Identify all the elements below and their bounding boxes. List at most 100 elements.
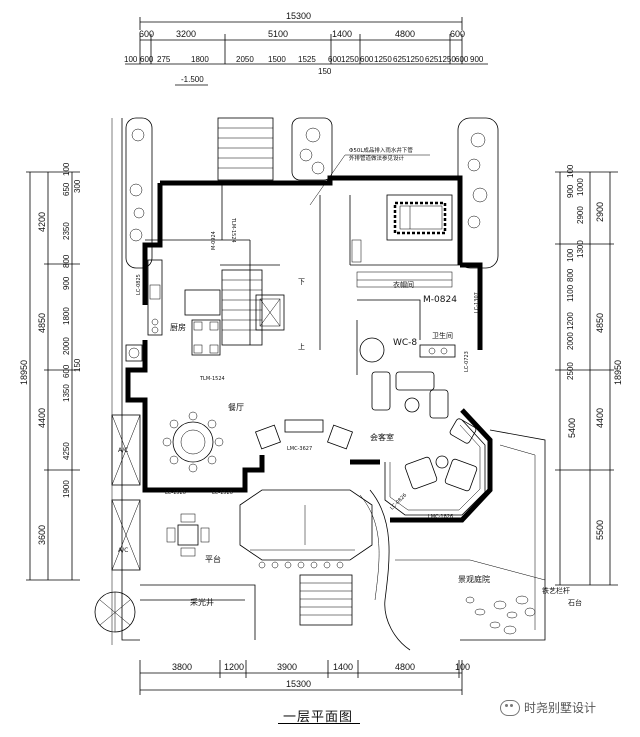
right-inner-4: 1300 (576, 240, 585, 258)
right-inner-7: 1100 (566, 284, 575, 302)
title-underline (278, 723, 360, 724)
left-inner-2: 300 (73, 179, 82, 193)
level-mark: -1.500 (181, 75, 204, 84)
top-total-dim: 15300 (286, 11, 311, 21)
room-living: 会客室 (370, 432, 394, 442)
right-inner-0: 100 (566, 164, 575, 178)
bay-window (384, 419, 486, 516)
top-dim2-12: 1250 (406, 55, 424, 64)
room-cloakroom: 衣帽间 (393, 280, 414, 289)
tag-lmc3627: LMC-3627 (287, 446, 312, 452)
tag-fence: 铁艺栏杆 (542, 586, 570, 595)
top-dim2-15: 600 (455, 55, 469, 64)
terrace-table (166, 513, 210, 557)
washroom-fixtures (359, 337, 456, 363)
bottom-dim-2: 3900 (277, 662, 297, 672)
right-dim-0: 2900 (595, 202, 605, 222)
left-inner-5: 900 (62, 276, 71, 290)
kitchen-fixtures (125, 259, 221, 362)
right-inner-11: 5400 (567, 418, 577, 438)
planter-top-right (457, 117, 499, 269)
tag-ac-2: A/C (118, 547, 128, 554)
right-inner-6: 800 (566, 268, 575, 282)
tag-lc1307: LC-1307 (474, 292, 480, 313)
right-inner-8: 1200 (566, 312, 575, 330)
planter-top-left (125, 117, 153, 269)
right-inner-3: 2900 (576, 206, 585, 224)
bottom-dimensions: 3800 1200 3900 1400 4800 100 15300 (139, 660, 470, 695)
top-dim2-7: 600 (328, 55, 342, 64)
left-inner-6: 1800 (62, 307, 71, 325)
top-dim2-9: 600 (360, 55, 374, 64)
top-dim2-2: 275 (157, 55, 171, 64)
left-inner-9: 1350 (62, 384, 71, 402)
tag-lc1526-a: LC-1526 (165, 490, 186, 496)
right-inner-5: 100 (566, 248, 575, 262)
watermark-text: 时尧别墅设计 (524, 701, 597, 715)
exterior-walls (125, 175, 493, 523)
room-garden: 景观庭院 (458, 574, 490, 584)
tag-lc0826: LC-0826 (389, 492, 408, 511)
garden-elements (94, 591, 536, 635)
top-dim2-5: 1500 (268, 55, 286, 64)
top-dim2-4: 2050 (236, 55, 254, 64)
room-kitchen: 厨房 (170, 322, 186, 332)
left-inner-10: 4250 (62, 442, 71, 460)
right-total-dim: 18950 (613, 360, 623, 385)
bottom-dim-3: 1400 (333, 662, 353, 672)
left-inner-7: 2000 (62, 337, 71, 355)
top-dim-0: 600 (139, 29, 154, 39)
top-dim-1: 3200 (176, 29, 196, 39)
left-inner-4: 800 (62, 254, 71, 268)
right-dim-1: 4850 (595, 313, 605, 333)
tag-tlm1524-a: TLM-1524 (199, 376, 225, 382)
top-dim-2: 5100 (268, 29, 288, 39)
tag-lc0723: LC-0723 (464, 351, 470, 372)
room-washroom: 卫生间 (432, 331, 453, 340)
left-total-dim: 18950 (19, 360, 29, 385)
bottom-dim-5: 100 (455, 662, 470, 672)
wechat-icon (500, 699, 520, 716)
left-dim-0: 4200 (37, 212, 47, 232)
tag-wc: WC-8 (393, 338, 417, 348)
top-dim-3: 1400 (332, 29, 352, 39)
interior-walls (145, 183, 460, 375)
top-dim2-13: 625 (425, 55, 439, 64)
right-dim-3: 5500 (595, 520, 605, 540)
bottom-total-dim: 15300 (286, 679, 311, 689)
left-inner-1: 650 (62, 182, 71, 196)
top-dim-4: 4800 (395, 29, 415, 39)
tag-m0824: M-0824 (423, 295, 457, 305)
bottom-dim-0: 3800 (172, 662, 192, 672)
right-dim-2: 4400 (595, 408, 605, 428)
left-inner-3: 2350 (62, 222, 71, 240)
note-line-2: 外排管道做法参见设计 (349, 154, 405, 162)
top-dim2-16: 900 (470, 55, 484, 64)
right-inner-9: 2000 (566, 332, 575, 350)
top-dim2-10: 1250 (374, 55, 392, 64)
top-dim2-8: 1250 (341, 55, 359, 64)
room-terrace: 平台 (205, 554, 221, 564)
left-inner-0: 100 (62, 162, 71, 176)
stair-up-label: 上 (298, 342, 305, 351)
top-dim-5: 600 (450, 29, 465, 39)
bottom-dim-4: 4800 (395, 662, 415, 672)
right-inner-10: 2500 (566, 362, 575, 380)
top-dim2-1: 600 (140, 55, 154, 64)
left-dim-1: 4850 (37, 313, 47, 333)
bedroom-block (351, 194, 453, 288)
site-boundary (111, 118, 546, 645)
staircase (217, 117, 285, 346)
left-inner-11: 1900 (62, 480, 71, 498)
top-dim2-14: 1250 (438, 55, 456, 64)
room-sunroom: 采光井 (190, 597, 214, 607)
top-dim2-11: 625 (393, 55, 407, 64)
right-inner-1: 900 (566, 184, 575, 198)
living-furniture (255, 371, 478, 492)
ac-units (111, 414, 141, 571)
drawing-title: 一层平面图 (283, 710, 354, 725)
left-dimensions: 18950 4200 4850 4400 3600 100 650 300 23… (19, 162, 82, 581)
top-dimensions: 15300 600 3200 5100 1400 4800 600 100 60… (124, 11, 488, 86)
tag-lc1526-b: LC-1526 (212, 490, 233, 496)
